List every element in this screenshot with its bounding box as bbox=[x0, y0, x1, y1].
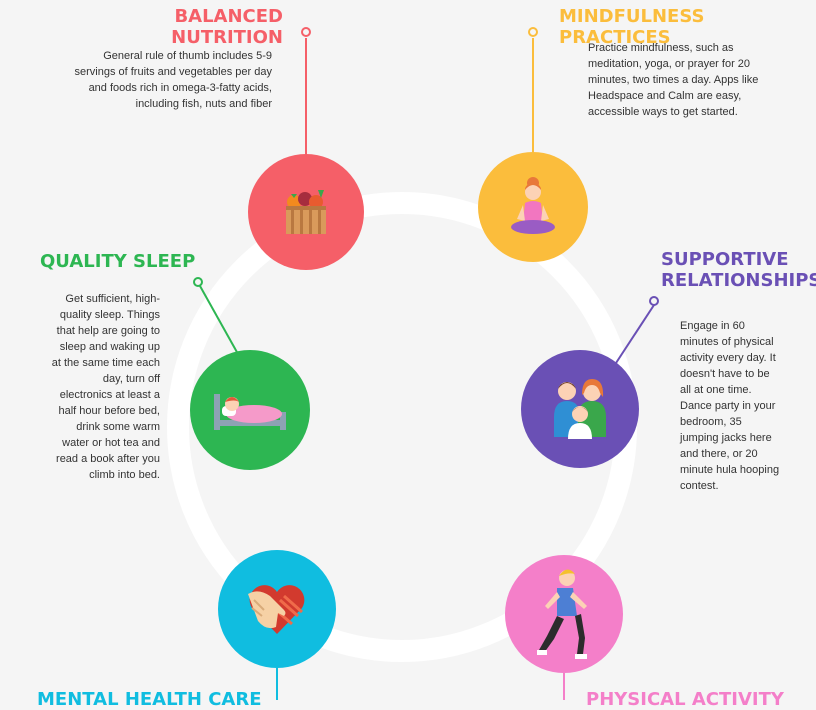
quality-sleep-text: Get sufficient, high-quality sleep. Thin… bbox=[51, 293, 160, 481]
mindfulness-practices-line bbox=[532, 38, 534, 154]
physical-activity-circle bbox=[505, 555, 623, 673]
runner-icon bbox=[537, 569, 587, 659]
meditation-icon bbox=[511, 177, 555, 234]
physical-activity-line bbox=[563, 673, 565, 700]
supportive-relationships-line bbox=[615, 304, 655, 364]
mindfulness-practices-text: Practice mindfulness, such as meditation… bbox=[588, 42, 759, 118]
crate-icon bbox=[286, 190, 326, 234]
mindfulness-practices-circle bbox=[478, 152, 588, 262]
mindfulness-practices-pin bbox=[528, 27, 538, 37]
heart-hand-icon bbox=[248, 585, 305, 634]
supportive-relationships-text: Engage in 60 minutes of physical activit… bbox=[680, 320, 780, 492]
quality-sleep-line bbox=[199, 285, 239, 355]
balanced-nutrition-text: General rule of thumb includes 5-9 servi… bbox=[74, 50, 272, 110]
balanced-nutrition-line bbox=[305, 38, 307, 156]
sleeping-icon bbox=[214, 394, 286, 430]
mindfulness-practices-title: MINDFULNESS PRACTICES bbox=[559, 6, 705, 48]
supportive-relationships-circle bbox=[521, 350, 639, 468]
quality-sleep-pin bbox=[193, 277, 203, 287]
supportive-relationships-title: SUPPORTIVE RELATIONSHIPS bbox=[661, 249, 816, 291]
balanced-nutrition-circle bbox=[248, 154, 364, 270]
mental-health-care-circle bbox=[218, 550, 336, 668]
mental-health-care-line bbox=[276, 668, 278, 700]
balanced-nutrition-pin bbox=[301, 27, 311, 37]
family-icon bbox=[554, 379, 606, 439]
quality-sleep-title: QUALITY SLEEP bbox=[40, 251, 196, 272]
balanced-nutrition-title: BALANCED NUTRITION bbox=[171, 6, 283, 48]
quality-sleep-circle bbox=[190, 350, 310, 470]
